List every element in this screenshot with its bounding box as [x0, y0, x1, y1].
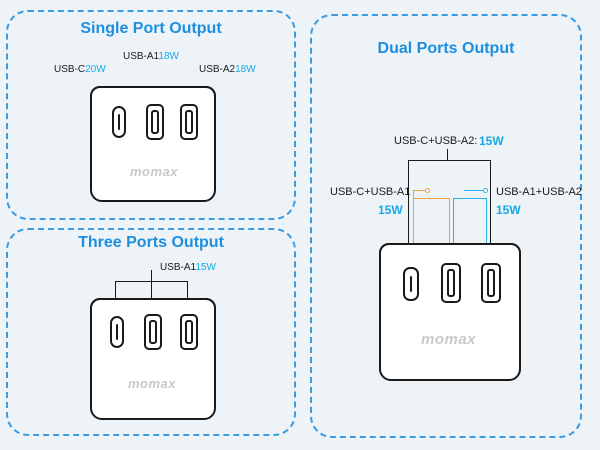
dual-a1-a2-bar [453, 198, 486, 199]
dual-c-a2-name: USB-C+USB-A2: [394, 135, 478, 147]
three-usba1-label: USB-A115W [160, 262, 216, 273]
dual-c-a2-left [408, 160, 409, 270]
three-ports-title: Three Ports Output [78, 234, 224, 251]
dual-c-a1-watt: 15W [378, 203, 403, 217]
dual-ports-panel: Dual Ports Output [310, 14, 582, 438]
single-usbc-label: USB-C20W [54, 64, 106, 75]
dual-c-a2-stem [447, 149, 448, 161]
three-connector-a2 [187, 281, 188, 313]
single-usba1-watt: 18W [158, 51, 179, 62]
dual-usbc-port [403, 267, 419, 301]
three-usba1-watt: 15W [195, 262, 216, 273]
dual-c-a1-right [449, 198, 450, 266]
dual-a1-a2-name: USB-A1+USB-A2 [496, 186, 582, 198]
dual-a1-a2-hook [464, 190, 484, 191]
single-usbc-watt: 20W [85, 64, 106, 75]
dual-usba1-port [441, 263, 461, 303]
single-usba2-name: USB-A2 [199, 64, 236, 75]
dual-c-a2-watt: 15W [479, 134, 504, 148]
dual-c-a1-left [413, 190, 414, 270]
single-usba1-label: USB-A118W [123, 51, 179, 62]
dual-a1-a2-left [453, 198, 454, 266]
single-brand-logo: momax [130, 164, 179, 179]
dual-charger: momax [379, 243, 521, 381]
single-usbc-name: USB-C [54, 64, 86, 75]
dual-ports-title: Dual Ports Output [377, 40, 515, 57]
dual-c-a1-hook [413, 190, 426, 191]
three-usba1-name: USB-A1 [160, 262, 196, 273]
single-usba2-label: USB-A218W [199, 64, 256, 75]
single-usba1-name: USB-A1 [123, 51, 159, 62]
single-usba1-port [146, 104, 164, 140]
dual-c-a2-bar [408, 160, 491, 161]
three-brand-logo: momax [128, 376, 177, 391]
three-charger: momax [90, 298, 216, 420]
dual-brand-logo: momax [421, 331, 477, 348]
dual-c-a1-name: USB-C+USB-A1 [330, 186, 411, 198]
three-usbc-port [110, 316, 124, 348]
three-usba1-port [144, 314, 162, 350]
single-port-title: Single Port Output [80, 20, 222, 37]
dual-c-a2-label: USB-C+USB-A2: [394, 135, 477, 147]
three-usba2-port [180, 314, 198, 350]
single-usba2-port [180, 104, 198, 140]
dual-a1-a2-right [486, 198, 487, 266]
single-usba2-watt: 18W [235, 64, 256, 75]
three-connector-a1 [151, 281, 152, 313]
dual-c-a1-bar [413, 198, 449, 199]
three-ports-panel: Three Ports Output [6, 228, 296, 436]
dual-c-a2-right [490, 160, 491, 266]
dual-a1-a2-watt: 15W [496, 203, 521, 217]
three-connector-stem [151, 270, 152, 282]
single-charger: momax [90, 86, 216, 202]
dual-usba2-port [481, 263, 501, 303]
single-usbc-port [112, 106, 126, 138]
single-port-panel: Single Port Output [6, 10, 296, 220]
